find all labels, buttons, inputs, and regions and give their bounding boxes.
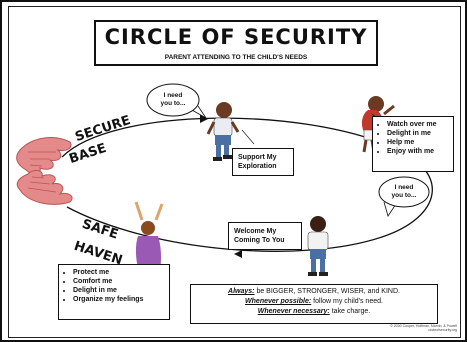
comfort-needs-box: Protect me Comfort me Delight in me Orga… (58, 264, 170, 320)
bubble-top-line-2: you to... (160, 100, 186, 107)
bubble-right-text: I need you to... (384, 184, 424, 200)
bubble-right-line-1: I need (394, 184, 414, 191)
list-item: Protect me (73, 268, 165, 277)
bubble-right-line-2: you to... (391, 192, 417, 199)
list-item: Help me (387, 138, 449, 147)
rule-line-always: Always: be BIGGER, STRONGER, WISER, and … (194, 287, 434, 297)
welcome-coming-box: Welcome My Coming To You (228, 222, 302, 250)
welcome-box-line-2: Coming To You (234, 237, 285, 244)
support-box-line-1: Support My (238, 154, 277, 161)
copyright-note: © 2000 Cooper, Hoffman, Marvin, & Powell… (390, 324, 457, 332)
child-exploring-figure (206, 102, 240, 161)
page-subtitle: PARENT ATTENDING TO THE CHILD'S NEEDS (164, 54, 308, 61)
title-box: CIRCLE OF SECURITY PARENT ATTENDING TO T… (94, 20, 378, 66)
welcome-box-line-1: Welcome My (234, 228, 277, 235)
list-item: Watch over me (387, 120, 449, 129)
rule-always-text: be BIGGER, STRONGER, WISER, and KIND. (256, 288, 400, 295)
arrow-top (200, 115, 208, 123)
rule-always-lead: Always: (228, 288, 255, 295)
bubble-top-shape (146, 83, 200, 117)
circle-path (61, 117, 433, 252)
bubble-top-line-1: I need (163, 92, 183, 99)
bubble-top-text: I need you to... (153, 92, 193, 108)
hand-lower-icon (16, 169, 73, 205)
rule-line-possible: Whenever possible: follow my child's nee… (194, 297, 434, 307)
parent-rules-box: Always: be BIGGER, STRONGER, WISER, and … (190, 284, 438, 324)
support-connector (241, 129, 255, 145)
copyright-line-1: © 2000 Cooper, Hoffman, Marvin, & Powell (390, 324, 457, 328)
exploration-needs-box: Watch over me Delight in me Help me Enjo… (372, 116, 454, 172)
exploration-needs-list: Watch over me Delight in me Help me Enjo… (373, 117, 453, 159)
arrow-bottom (234, 250, 242, 258)
bubble-top-tail (191, 105, 207, 119)
rule-necessary-lead: Whenever necessary: (257, 308, 330, 315)
comfort-needs-list: Protect me Comfort me Delight in me Orga… (59, 265, 169, 307)
support-exploration-box: Support My Exploration (232, 148, 294, 176)
rule-possible-lead: Whenever possible: (245, 298, 312, 305)
copyright-line-2: circleofsecurity.org (428, 328, 457, 332)
list-item: Organize my feelings (73, 295, 165, 304)
rule-line-necessary: Whenever necessary: take charge. (194, 307, 434, 317)
bubble-right-shape (378, 176, 430, 208)
child-returning-figure (307, 216, 329, 276)
list-item: Delight in me (73, 286, 165, 295)
list-item: Comfort me (73, 277, 165, 286)
page-title: CIRCLE OF SECURITY (104, 25, 368, 49)
list-item: Delight in me (387, 129, 449, 138)
support-box-line-2: Exploration (238, 163, 277, 170)
hand-upper-icon (16, 137, 72, 175)
list-item: Enjoy with me (387, 147, 449, 156)
rule-necessary-text: take charge. (331, 308, 371, 315)
rule-possible-text: follow my child's need. (313, 298, 383, 305)
